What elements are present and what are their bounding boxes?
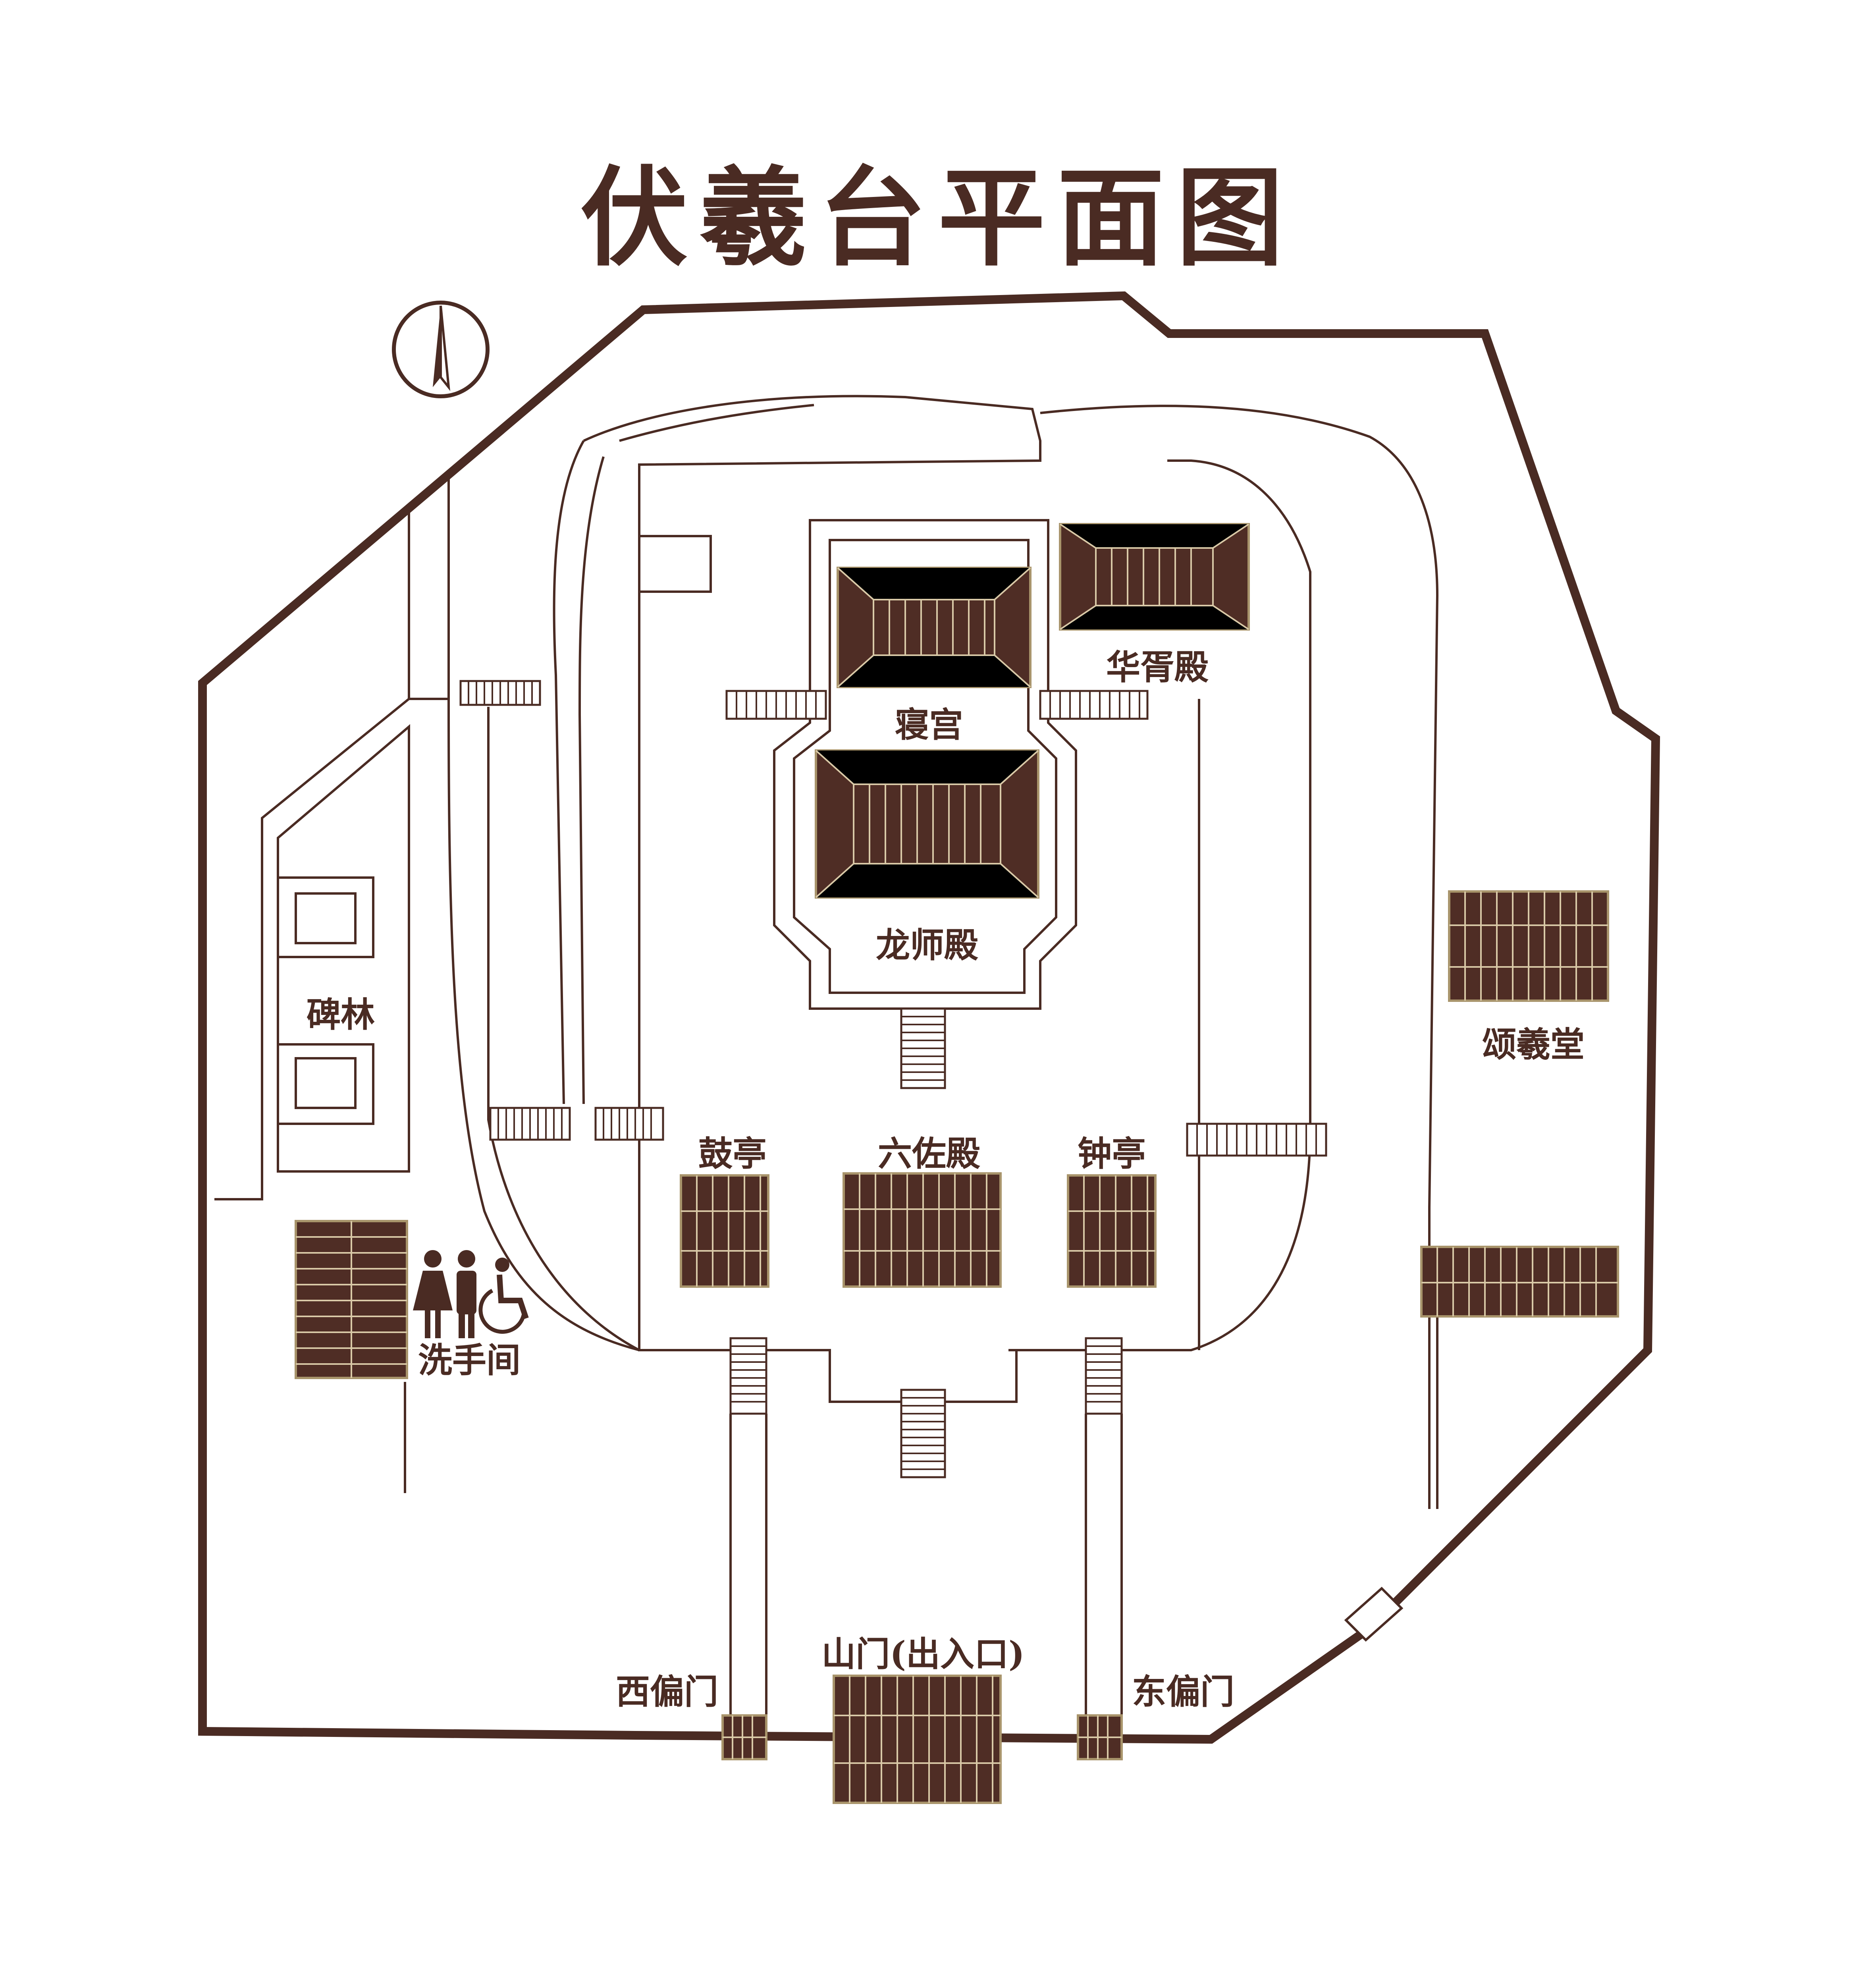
- building-huaxu: [1059, 523, 1250, 631]
- building-zhongting: [1067, 1174, 1157, 1288]
- label-shanmen: 山门(出入口): [821, 1634, 1025, 1674]
- building-longshi: [815, 749, 1039, 899]
- ring-roads: [447, 395, 1439, 1509]
- label-liuzuo: 六佐殿: [878, 1134, 980, 1174]
- stair-south-center: [900, 1389, 946, 1478]
- stair-nw: [459, 680, 541, 706]
- outer-wall: [198, 291, 1660, 1744]
- label-qingong: 寝宫: [895, 705, 963, 745]
- building-dongpian-gate: [1077, 1714, 1123, 1760]
- label-zhongting: 钟亭: [1078, 1134, 1146, 1174]
- label-songxi: 颂羲堂: [1482, 1025, 1585, 1065]
- stair-west-2: [594, 1107, 664, 1141]
- building-east-annex: [1420, 1246, 1619, 1318]
- stair-longshi-south: [900, 1007, 946, 1089]
- central-courtyard: [773, 519, 1077, 1010]
- label-beilin: 碑林: [307, 995, 375, 1035]
- building-shanmen: [833, 1675, 1002, 1804]
- label-xipian: 西偏门: [616, 1672, 718, 1712]
- wheelchair-icon: [478, 1258, 529, 1334]
- north-arrow-icon: [392, 301, 490, 398]
- stair-qingong-east: [1039, 690, 1149, 720]
- stair-west-1: [489, 1107, 571, 1141]
- stair-east: [1186, 1123, 1327, 1157]
- label-longshi: 龙师殿: [876, 925, 978, 965]
- stele-forest-markers: [277, 876, 374, 1125]
- stairs: [459, 680, 1327, 1478]
- building-songxi: [1448, 890, 1609, 1002]
- stair-qingong-west: [725, 690, 827, 720]
- map-title: 伏羲台平面图: [580, 154, 1296, 281]
- south-corridors: [729, 1414, 1123, 1731]
- male-icon: [457, 1250, 476, 1338]
- label-huaxu: 华胥殿: [1106, 647, 1209, 687]
- label-guting: 鼓亭: [698, 1134, 767, 1174]
- female-icon: [413, 1250, 453, 1338]
- southeast-gate-opening: [1344, 1586, 1404, 1642]
- stair-southeast-path: [1085, 1337, 1123, 1415]
- restroom-icons: [413, 1250, 529, 1338]
- stair-southwest-path: [729, 1337, 767, 1415]
- label-dongpian: 东偏门: [1132, 1672, 1234, 1712]
- building-guting: [680, 1174, 769, 1288]
- building-restroom: [295, 1220, 408, 1379]
- building-xipian-gate: [721, 1714, 767, 1760]
- buildings: [295, 523, 1619, 1804]
- building-liuzuo: [843, 1172, 1002, 1288]
- label-restroom: 洗手间: [418, 1340, 521, 1380]
- building-qingong: [837, 567, 1032, 688]
